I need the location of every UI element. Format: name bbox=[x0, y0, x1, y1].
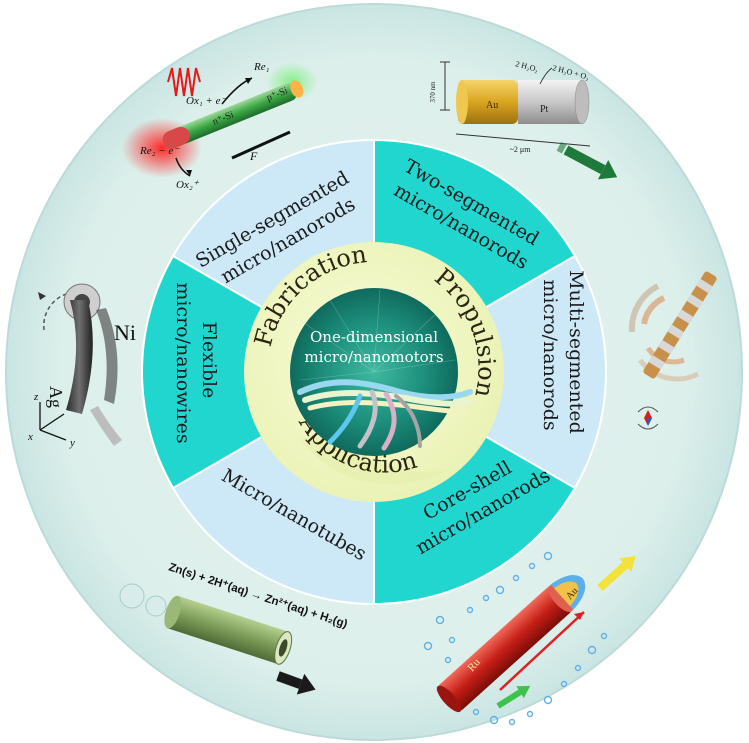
bubble-icon bbox=[466, 606, 474, 614]
flexible-label-ni: Ni bbox=[114, 320, 136, 345]
bubble-icon bbox=[587, 645, 597, 655]
bubble-icon bbox=[435, 615, 445, 625]
bubble-icon bbox=[472, 708, 480, 716]
segment-multi-label: Multi-segmented micro/nanorods bbox=[539, 270, 587, 440]
bubble-icon bbox=[526, 710, 534, 718]
single-label-force: F bbox=[249, 149, 258, 163]
single-label-ox2: Ox₂⁺ bbox=[176, 179, 200, 191]
illustration-two-segmented: 370 nm Au Pt ~2 μm 2 H₂O₂ 2 H₂O + O₂ bbox=[429, 59, 618, 180]
bubble-icon bbox=[448, 636, 456, 644]
flexible-label-x: x bbox=[27, 431, 33, 443]
two-label-au: Au bbox=[486, 100, 498, 111]
bubble-icon bbox=[600, 632, 608, 640]
reaction-arrow-bottom-icon bbox=[175, 157, 191, 177]
bubble-icon bbox=[543, 551, 553, 561]
single-label-re1: Re₁ bbox=[253, 61, 270, 73]
segment-sectors bbox=[141, 138, 607, 606]
flexible-label-z: z bbox=[33, 391, 39, 403]
illustration-single-segmented: n⁺-Si p⁺-Si Ox₁ + e⁻ Re₁ Re₂ − e⁻ Ox₂⁺ F bbox=[122, 61, 318, 191]
bubble-large-icon bbox=[119, 583, 145, 609]
center-disk: One-dimensional micro/nanomotors bbox=[290, 288, 473, 456]
single-label-ox1: Ox₁ + e⁻ bbox=[186, 95, 227, 107]
propulsion-arrow-green-icon bbox=[556, 141, 618, 180]
illustration-multi-segmented bbox=[628, 271, 717, 430]
segment-flexible-label: Flexible micro/nanowires bbox=[172, 282, 220, 443]
bubble-icon bbox=[423, 641, 433, 651]
direction-arrow-green-small-icon bbox=[496, 685, 531, 709]
bubble-icon bbox=[543, 695, 553, 705]
light-wave-icon bbox=[167, 67, 201, 97]
illustration-flexible: Ni Ag x y z bbox=[27, 283, 136, 449]
magnet-icon bbox=[637, 406, 659, 430]
bubble-icon bbox=[560, 680, 568, 688]
bubble-small-icon bbox=[145, 595, 167, 617]
two-label-dim1: 370 nm bbox=[429, 81, 437, 103]
illustration-core-shell: Au Ru Au bbox=[423, 551, 636, 726]
center-title-line2: micro/nanomotors bbox=[304, 348, 443, 366]
force-arrow-icon bbox=[231, 130, 291, 160]
two-label-pt: Pt bbox=[540, 104, 549, 115]
bubble-icon bbox=[508, 718, 516, 726]
bubble-icon bbox=[482, 594, 490, 602]
two-label-dim2: ~2 μm bbox=[510, 145, 532, 154]
center-title-line1: One-dimensional bbox=[310, 328, 438, 346]
flexible-label-y: y bbox=[69, 437, 75, 449]
flexible-label-ag: Ag bbox=[46, 386, 66, 408]
bubble-icon bbox=[489, 715, 499, 725]
bubble-icon bbox=[574, 664, 582, 672]
direction-arrow-yellow-icon bbox=[597, 555, 636, 591]
bubble-icon bbox=[528, 562, 536, 570]
nanomotor-bundle-illustration bbox=[297, 379, 473, 451]
bubble-icon bbox=[512, 574, 520, 582]
propulsion-arrow-black-icon bbox=[276, 671, 316, 695]
thrust-arrow-red-icon bbox=[499, 611, 585, 691]
bubble-icon bbox=[444, 656, 452, 664]
bubble-icon bbox=[495, 585, 505, 595]
single-label-re2: Re₂ − e⁻ bbox=[139, 145, 180, 157]
